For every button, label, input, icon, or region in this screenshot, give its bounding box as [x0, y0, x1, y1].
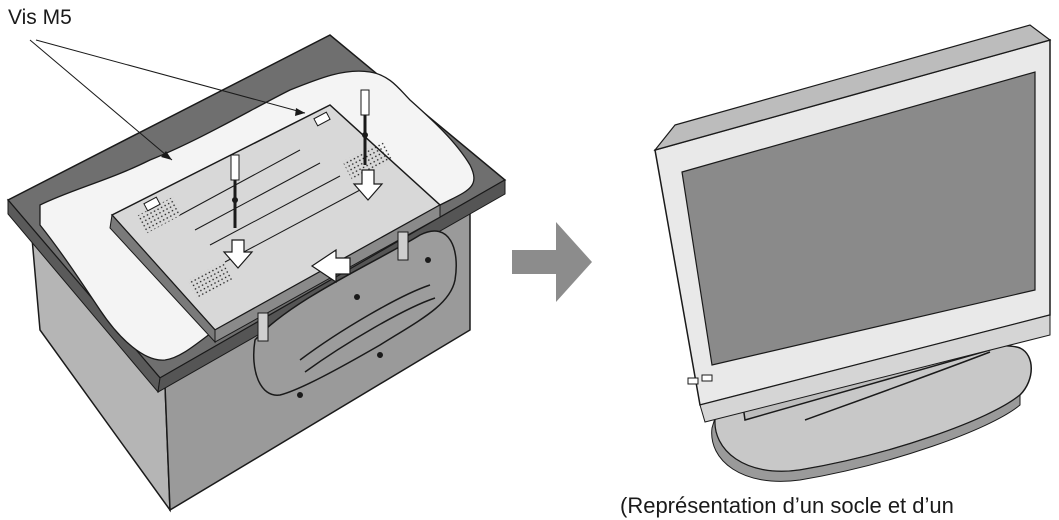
stand-base-left	[253, 230, 457, 398]
caption: (Représentation d’un socle et d’un	[620, 493, 954, 518]
screwdriver-icon	[230, 89, 370, 228]
screw-label: Vis M5	[8, 6, 72, 29]
down-arrow-icon	[222, 169, 384, 284]
arrow-right-icon	[512, 222, 592, 302]
tv-screen	[681, 71, 1036, 366]
label-leaders	[29, 39, 306, 161]
assembled-tv	[653, 24, 1052, 482]
